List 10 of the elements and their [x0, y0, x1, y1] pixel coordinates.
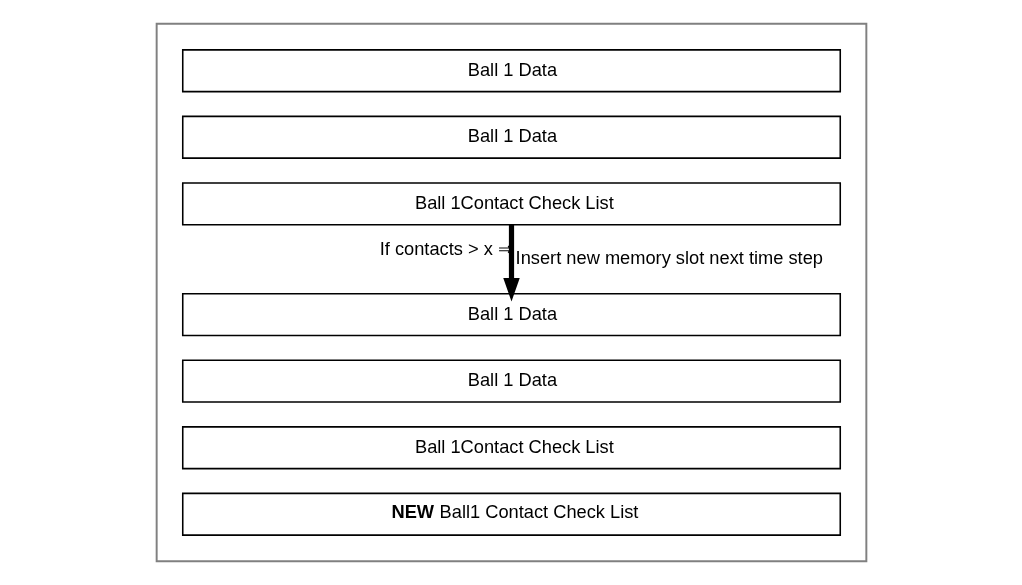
node-box: NEW Ball1 Contact Check List — [181, 492, 841, 536]
arrow — [502, 224, 520, 302]
node-box: Ball 1 Data — [181, 293, 841, 337]
node-box: Ball 1Contact Check List — [181, 426, 841, 470]
node-box: Ball 1 Data — [181, 49, 841, 93]
node-box: Ball 1Contact Check List — [181, 182, 841, 226]
edge-label: Insert new memory slot next time step — [515, 247, 823, 269]
cluster — [155, 22, 867, 563]
node-box: Ball 1 Data — [181, 115, 841, 159]
node-box: Ball 1 Data — [181, 359, 841, 403]
